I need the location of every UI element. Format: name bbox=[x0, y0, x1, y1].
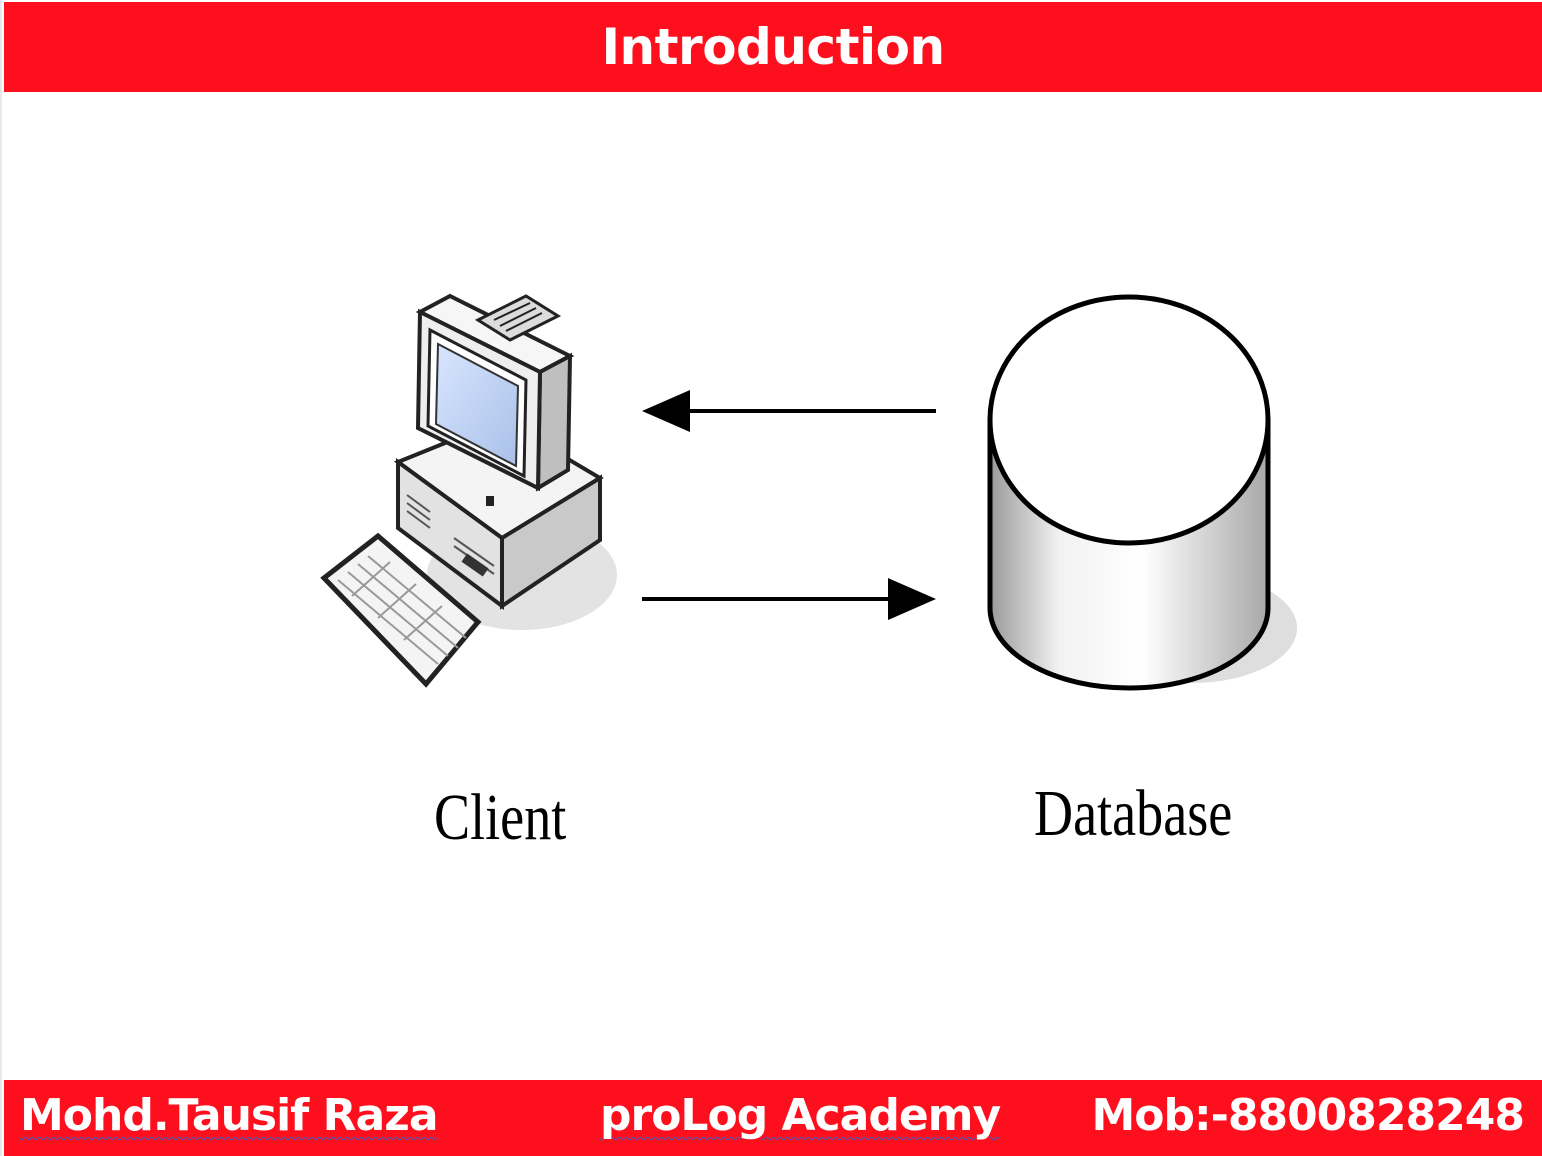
slide-title: Introduction bbox=[601, 18, 945, 76]
database-label: Database bbox=[1034, 777, 1233, 850]
arrow-database-to-client bbox=[642, 390, 936, 432]
database-cylinder-icon bbox=[987, 294, 1297, 691]
desktop-computer-icon bbox=[320, 293, 617, 688]
footer-academy: proLog Academy bbox=[600, 1090, 1001, 1141]
diagram-canvas bbox=[320, 293, 1297, 691]
client-database-diagram: Client Database bbox=[2, 92, 1542, 1080]
client-label: Client bbox=[434, 781, 567, 854]
footer-mobile: Mob:-8800828248 bbox=[1091, 1090, 1525, 1141]
footer-banner: Mohd.Tausif Raza proLog Academy Mob:-880… bbox=[4, 1080, 1542, 1156]
title-banner: Introduction bbox=[4, 2, 1542, 92]
footer-author: Mohd.Tausif Raza bbox=[20, 1090, 439, 1141]
arrow-client-to-database bbox=[642, 578, 936, 620]
